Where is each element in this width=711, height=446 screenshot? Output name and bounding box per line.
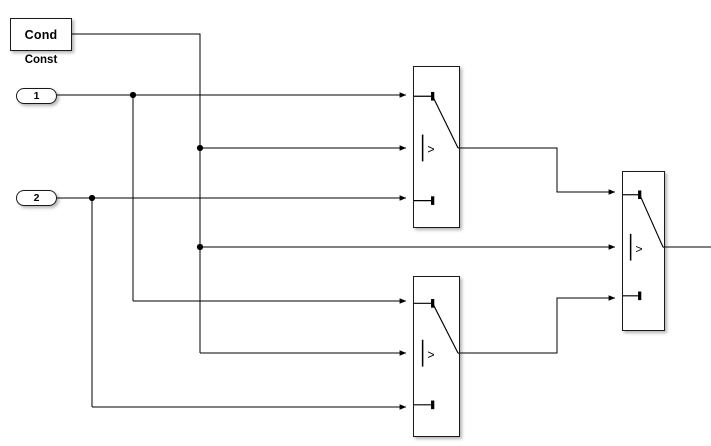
- const-block-caption: Const: [24, 54, 58, 66]
- switch-right-glyph: >: [623, 190, 664, 301]
- inport-2[interactable]: 2: [16, 190, 57, 206]
- switch-block-bottom[interactable]: >: [413, 276, 460, 437]
- switch-bottom-glyph: >: [414, 299, 459, 410]
- wire-switch-top-out-to-right-in1: [460, 147, 616, 195]
- switch-top-threshold-symbol: >: [427, 143, 434, 157]
- switch-block-right[interactable]: >: [622, 171, 665, 331]
- junction-cond-lower: [196, 243, 204, 251]
- wire-const-to-bus: [72, 33, 201, 353]
- junction-in1-branch: [129, 91, 137, 99]
- switch-top-glyph: >: [414, 91, 459, 205]
- const-block-value: Cond: [24, 27, 58, 42]
- switch-right-threshold-symbol: >: [635, 242, 642, 256]
- junction-cond-branch: [196, 144, 204, 152]
- switch-block-top[interactable]: >: [413, 66, 460, 228]
- wire-switch-bottom-out-to-right-in3: [460, 295, 616, 354]
- switch-bottom-threshold-symbol: >: [427, 348, 434, 362]
- junction-in2-branch: [88, 194, 96, 202]
- inport-2-label: 2: [33, 192, 40, 204]
- inport-1[interactable]: 1: [16, 88, 57, 104]
- const-block[interactable]: Cond: [10, 18, 72, 51]
- inport-1-label: 1: [33, 90, 40, 102]
